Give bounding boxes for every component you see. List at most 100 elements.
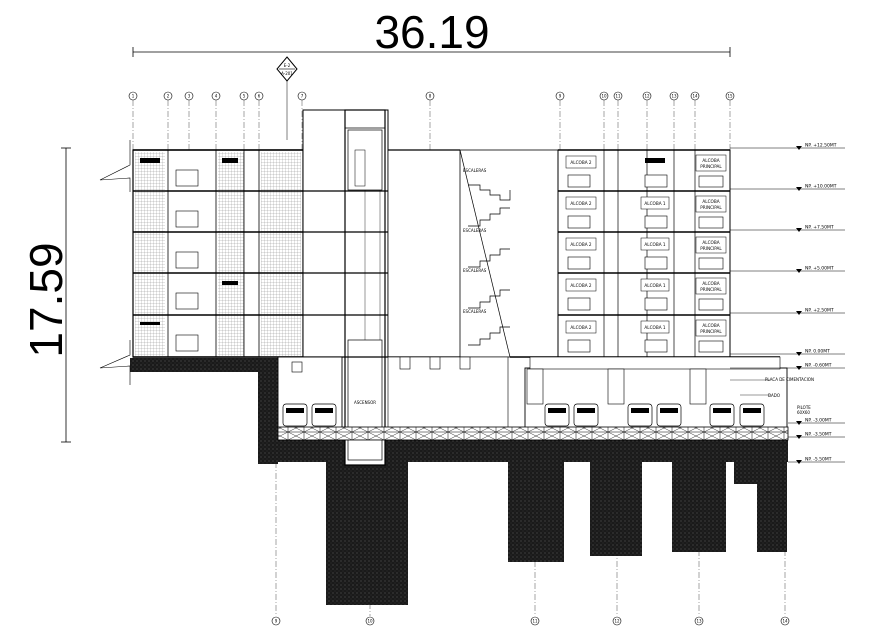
svg-text:NP. -3.50MT: NP. -3.50MT (805, 432, 832, 438)
room-label: PRINCIPAL (700, 164, 722, 169)
ground-mass (130, 358, 788, 605)
svg-text:NP. +5.00MT: NP. +5.00MT (805, 266, 834, 272)
structural-annotations: PLACA DE CIMENTACION DADO PILOTE 60X60 (730, 377, 814, 415)
room-label: ALCOBA (702, 158, 719, 163)
section-marker: E-2 A-201 (276, 56, 298, 140)
pilote-size-label: 60X60 (797, 410, 810, 415)
level-marker: NP. -0.60MT (730, 363, 845, 370)
svg-text:10: 10 (601, 93, 607, 98)
stair-label-2: ESCALERAS (463, 228, 487, 233)
svg-text:7: 7 (301, 93, 304, 98)
pile-gap (734, 485, 756, 552)
svg-text:6: 6 (258, 93, 261, 98)
axis-bubble: 9 (271, 616, 281, 626)
right-apartments: ALCOBA 2 ALCOBA 2 ALCOBA 2 ALCOBA 2 ALCO… (510, 149, 780, 358)
room-label: PRINCIPAL (700, 287, 722, 292)
svg-text:NP. 0.00MT: NP. 0.00MT (805, 349, 830, 355)
elevator-label: ASCENSOR (354, 400, 376, 405)
room-label: ALCOBA 1 (644, 325, 665, 330)
axis-bubble: 12 (642, 91, 652, 101)
level-marker: NP. -3.50MT (788, 432, 845, 439)
svg-text:13: 13 (696, 618, 702, 623)
room-label: ALCOBA (702, 199, 719, 204)
axis-bubble: 10 (599, 91, 609, 101)
svg-text:8: 8 (429, 93, 432, 98)
axis-bubble: 9 (555, 91, 565, 101)
svg-text:NP. +7.50MT: NP. +7.50MT (805, 225, 834, 231)
axis-bubble: 1 (128, 91, 138, 101)
room-label: ALCOBA (702, 281, 719, 286)
level-marker: NP. +12.50MT (730, 143, 845, 150)
axis-bubble: 6 (254, 91, 264, 101)
room-label: ALCOBA 2 (570, 201, 591, 206)
svg-text:11: 11 (532, 618, 538, 623)
level-markers: NP. +12.50MT NP. +10.00MT NP. +7.50MT NP… (730, 143, 845, 464)
axis-bubble: 3 (184, 91, 194, 101)
stair-core: ESCALERAS ESCALERAS ESCALERAS ESCALERAS (387, 149, 559, 358)
axis-bubble: 13 (694, 616, 704, 626)
level-marker: NP. +5.00MT (730, 266, 845, 273)
svg-text:3: 3 (188, 93, 191, 98)
room-label: ALCOBA 2 (570, 325, 591, 330)
svg-text:2: 2 (167, 93, 170, 98)
level-marker: NP. -5.50MT (788, 457, 845, 464)
axis-bubble: 2 (163, 91, 173, 101)
room-label: ALCOBA 1 (644, 283, 665, 288)
level-marker: NP. +7.50MT (730, 225, 845, 232)
axis-bubble: 11 (530, 616, 540, 626)
room-label: ALCOBA (702, 240, 719, 245)
height-dimension: 17.59 (20, 147, 72, 443)
svg-text:9: 9 (275, 618, 278, 623)
level-marker: NP. 0.00MT (730, 349, 845, 356)
basement-parking (277, 356, 789, 441)
width-dimension-label: 36.19 (374, 6, 489, 58)
room-label: ALCOBA 2 (570, 283, 591, 288)
room-label: ALCOBA (702, 323, 719, 328)
svg-text:NP. -3.00MT: NP. -3.00MT (805, 418, 832, 424)
axis-bubbles-top: 1 2 3 4 5 6 7 8 9 10 11 12 13 14 15 (128, 91, 735, 101)
svg-text:9: 9 (559, 93, 562, 98)
svg-text:NP. +10.00MT: NP. +10.00MT (805, 184, 837, 190)
level-marker: NP. -3.00MT (788, 418, 845, 425)
width-dimension: 36.19 (132, 6, 731, 58)
axis-bubble: 14 (690, 91, 700, 101)
room-label: PRINCIPAL (700, 246, 722, 251)
svg-text:12: 12 (644, 93, 650, 98)
svg-text:5: 5 (243, 93, 246, 98)
svg-text:NP. +2.50MT: NP. +2.50MT (805, 308, 834, 314)
svg-text:1: 1 (132, 93, 135, 98)
axis-bubble: 12 (612, 616, 622, 626)
pilote-label: PILOTE (797, 405, 811, 410)
axis-bubble: 14 (780, 616, 790, 626)
stair-label-1: ESCALERAS (463, 168, 487, 173)
room-label: PRINCIPAL (700, 329, 722, 334)
section-marker-top: E-2 (284, 63, 291, 68)
svg-text:15: 15 (727, 93, 733, 98)
svg-text:11: 11 (615, 93, 621, 98)
left-apartments (132, 149, 304, 358)
axis-bubble: 4 (211, 91, 221, 101)
axis-bubble: 8 (425, 91, 435, 101)
svg-text:10: 10 (367, 618, 373, 623)
room-label: ALCOBA 1 (644, 201, 665, 206)
room-label: ALCOBA 1 (644, 242, 665, 247)
axis-bubble: 11 (613, 91, 623, 101)
axis-bubble: 5 (239, 91, 249, 101)
height-dimension-label: 17.59 (20, 242, 72, 357)
level-marker: NP. +10.00MT (730, 184, 845, 191)
axis-bubble: 15 (725, 91, 735, 101)
svg-text:14: 14 (782, 618, 788, 623)
axis-bubble: 13 (669, 91, 679, 101)
svg-text:4: 4 (215, 93, 218, 98)
svg-text:14: 14 (692, 93, 698, 98)
level-marker: NP. +2.50MT (730, 308, 845, 315)
svg-text:NP. -5.50MT: NP. -5.50MT (805, 457, 832, 463)
dado-label: DADO (768, 393, 780, 398)
svg-text:NP. +12.50MT: NP. +12.50MT (805, 143, 837, 149)
stair-label-4: ESCALERAS (463, 309, 487, 314)
room-label: ALCOBA 2 (570, 242, 591, 247)
stair-label-3: ESCALERAS (463, 268, 487, 273)
axis-bubble: 7 (297, 91, 307, 101)
svg-text:12: 12 (614, 618, 620, 623)
